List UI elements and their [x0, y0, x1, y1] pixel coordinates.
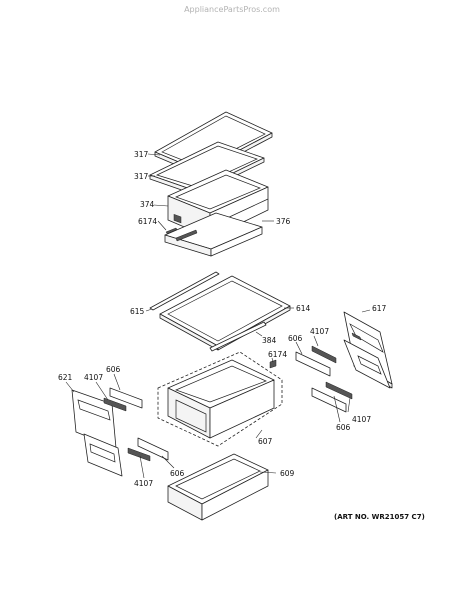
- part-4107-handle-upper-left[interactable]: [103, 397, 127, 412]
- part-606-trim-lower-left[interactable]: [137, 437, 169, 461]
- part-6174-middle-clip[interactable]: [269, 359, 277, 369]
- callout-621: 621: [58, 373, 73, 382]
- part-4107-handle-lower-right[interactable]: [325, 381, 353, 400]
- callout-6174-middle: 6174: [268, 350, 287, 359]
- part-left-cover-plate-lower[interactable]: [83, 433, 123, 477]
- part-376-frame[interactable]: [164, 212, 263, 257]
- callout-4107-upper-right: 4107: [310, 327, 329, 336]
- part-607-drawer[interactable]: [157, 351, 283, 447]
- part-606-trim-upper-left[interactable]: [109, 387, 143, 409]
- callout-4107-lower-right: 4107: [352, 415, 371, 424]
- callout-607: 607: [258, 437, 273, 446]
- callout-606-lower-left: 606: [170, 469, 185, 478]
- callout-614: 614: [296, 304, 311, 313]
- callout-606-upper-left: 606: [106, 365, 121, 374]
- part-right-cover-plate-upper[interactable]: [343, 339, 391, 389]
- leader-lines: [65, 153, 371, 479]
- art-number: (ART NO. WR21057 C7): [334, 513, 425, 521]
- part-606-trim-upper-right[interactable]: [295, 351, 331, 377]
- callout-606-upper-right: 606: [288, 334, 303, 343]
- part-4107-handle-upper-right[interactable]: [311, 345, 337, 364]
- callout-4107-upper-left: 4107: [84, 373, 103, 382]
- callout-617: 617: [372, 304, 387, 313]
- part-615-rail[interactable]: [149, 271, 220, 311]
- callout-4107-lower-left: 4107: [134, 479, 153, 488]
- part-384-rail[interactable]: [209, 321, 267, 352]
- callout-374: 374: [140, 200, 155, 209]
- callout-384: 384: [262, 336, 277, 345]
- part-4107-handle-lower-left[interactable]: [127, 447, 151, 462]
- watermark: AppliancePartsPros.com: [184, 5, 280, 14]
- callout-317-upper: 317: [134, 150, 149, 159]
- callout-6174-upper: 6174: [138, 217, 157, 226]
- part-609-frame[interactable]: [167, 453, 269, 521]
- callout-615: 615: [130, 307, 145, 316]
- callout-376: 376: [276, 217, 291, 226]
- callout-609: 609: [280, 469, 295, 478]
- callout-317-lower: 317: [134, 172, 149, 181]
- callout-606-lower-right: 606: [336, 423, 351, 432]
